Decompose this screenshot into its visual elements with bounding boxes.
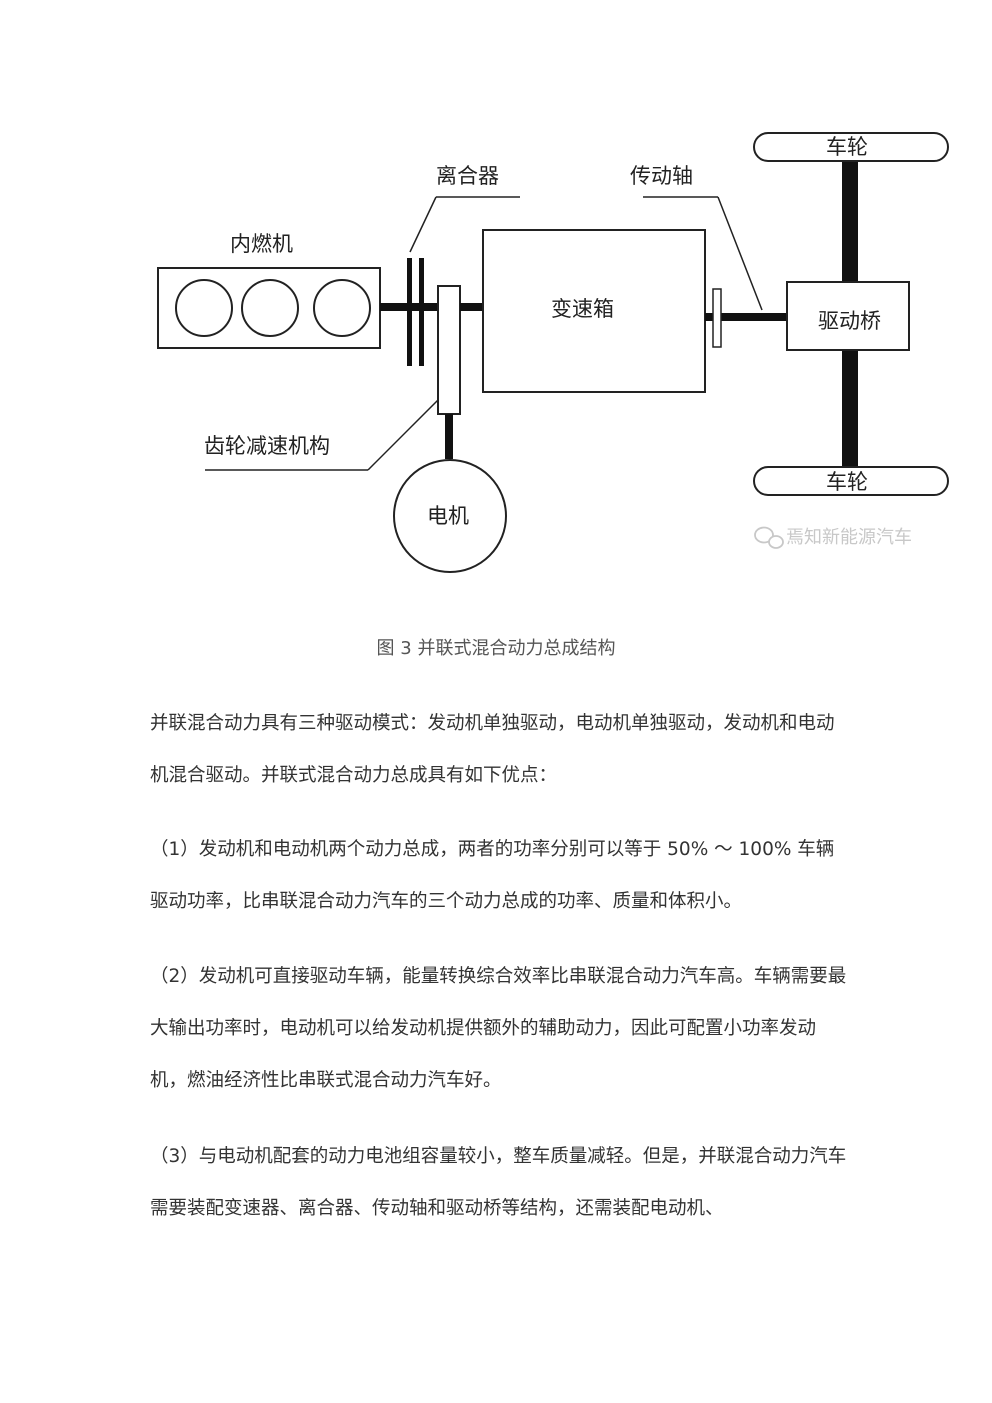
gear-reducer	[437, 285, 461, 415]
gearbox-output-shaft	[705, 313, 787, 321]
paragraph-advantage-2: （2）发动机可直接驱动车辆，能量转换综合效率比串联混合动力汽车高。车辆需要最大输…	[150, 966, 847, 1091]
clutch-leader-line	[409, 196, 437, 253]
gearbox-label: 变速箱	[551, 297, 614, 321]
wheel-bottom-label: 车轮	[826, 470, 868, 494]
drive-axle-label: 驱动桥	[818, 309, 881, 333]
engine-label: 内燃机	[230, 232, 293, 256]
paragraph-advantage-3: （3）与电动机配套的动力电池组容量较小，整车质量减轻。但是，并联混合动力汽车需要…	[150, 1146, 847, 1219]
wheel-top-label: 车轮	[826, 135, 868, 159]
powertrain-diagram: 内燃机 离合器 齿轮减速机构 电机 变速箱 传动轴 驱动桥 车轮 车轮 焉知新能…	[157, 132, 949, 573]
motor-shaft	[445, 414, 453, 459]
clutch-plate	[407, 258, 412, 366]
engine-cylinder	[313, 279, 371, 337]
motor-label: 电机	[427, 504, 469, 528]
watermark-text: 焉知新能源汽车	[786, 527, 912, 548]
reducer-shaft	[460, 303, 484, 311]
motor	[393, 459, 507, 573]
engine-cylinder	[175, 279, 233, 337]
wechat-icon	[754, 526, 784, 549]
axle-upper	[842, 160, 858, 282]
drive-shaft-leader-line	[717, 196, 763, 311]
paragraph-intro: 并联混合动力具有三种驱动模式：发动机单独驱动，电动机单独驱动，发动机和电动机混合…	[150, 713, 835, 786]
clutch-label: 离合器	[436, 164, 499, 188]
shaft-flange	[712, 288, 722, 348]
wheel-bottom	[753, 466, 949, 496]
drive-axle	[786, 281, 910, 351]
gear-reducer-label: 齿轮减速机构	[204, 434, 330, 458]
engine-cylinder	[241, 279, 299, 337]
paragraph-advantage-1: （1）发动机和电动机两个动力总成，两者的功率分别可以等于 50% ～ 100% …	[150, 839, 835, 912]
clutch-plate	[419, 258, 424, 366]
gearbox	[482, 229, 706, 393]
figure-caption: 图 3 并联式混合动力总成结构	[376, 638, 616, 659]
wheel-top	[753, 132, 949, 162]
drive-shaft-label: 传动轴	[630, 164, 693, 188]
axle-lower	[842, 350, 858, 468]
gear-reducer-leader-line	[367, 399, 439, 471]
